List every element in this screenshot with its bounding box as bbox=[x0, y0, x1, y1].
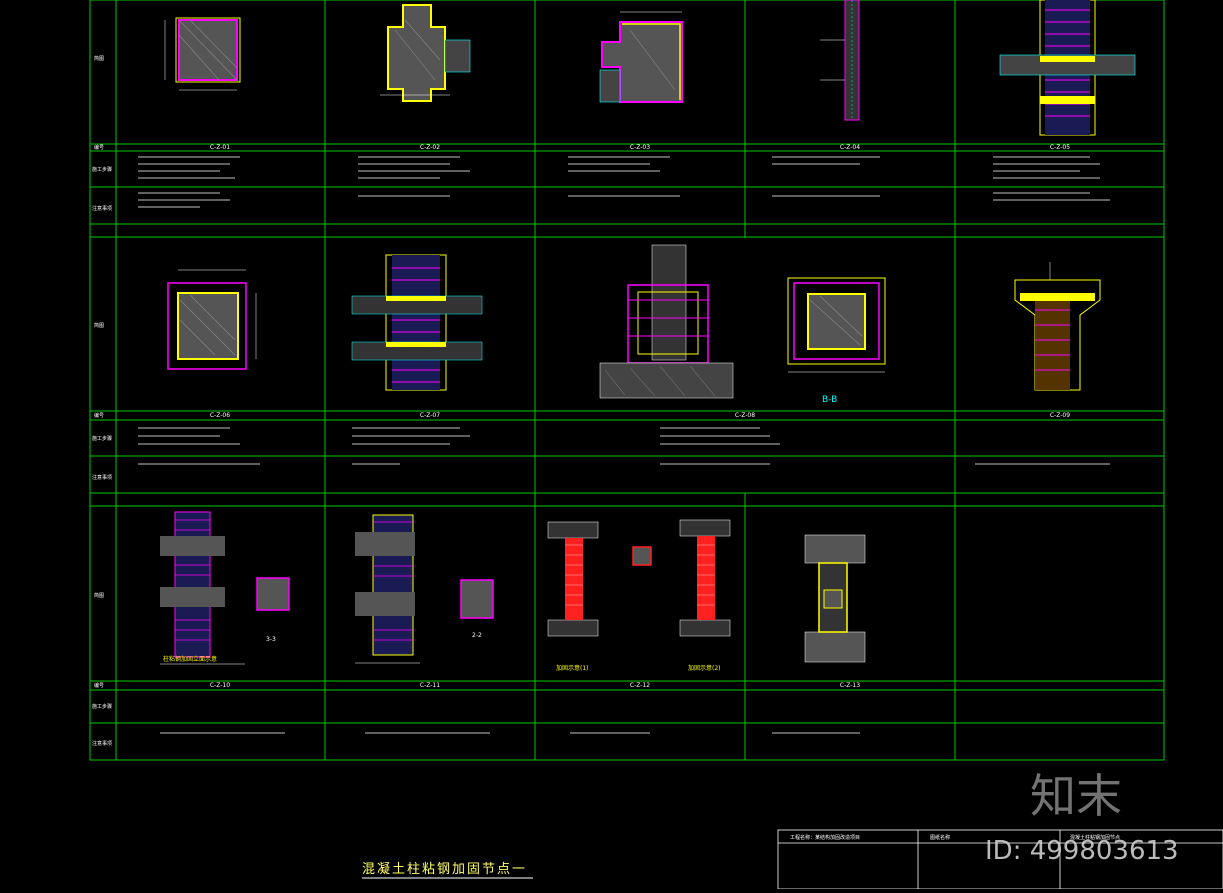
detail-c-z-12-left bbox=[547, 521, 652, 637]
title-block-drawing-name-label: 图纸名称 bbox=[930, 835, 951, 841]
row-label-number-3: 编号 bbox=[94, 683, 105, 689]
code-c-z-05: C-Z-05 bbox=[1049, 144, 1071, 151]
row-label-figure: 简图 bbox=[94, 56, 105, 62]
note-lines bbox=[138, 156, 1110, 734]
row-label-notes: 注意事项 bbox=[92, 206, 113, 212]
detail-c-z-04 bbox=[820, 0, 860, 121]
section-label-b-b: B-B bbox=[822, 395, 838, 405]
detail-c-z-06 bbox=[167, 269, 257, 370]
watermark-id: ID: 499803613 bbox=[985, 836, 1179, 866]
row-label-steps-3: 施工步骤 bbox=[92, 704, 113, 710]
detail-c-z-12-right bbox=[679, 519, 731, 637]
detail-c-z-03 bbox=[599, 11, 683, 103]
row-label-figure-2: 简图 bbox=[94, 323, 105, 329]
code-c-z-02: C-Z-02 bbox=[419, 144, 441, 151]
row-label-notes-3: 注意事项 bbox=[92, 741, 113, 747]
detail-c-z-11 bbox=[355, 514, 494, 664]
detail-c-z-01 bbox=[164, 17, 241, 91]
title-block-project: 工程名称：某结构加固改造项目 bbox=[790, 835, 861, 841]
drawing-title: 混凝土柱粘钢加固节点一 bbox=[362, 862, 528, 877]
detail-c-z-13 bbox=[804, 534, 866, 663]
code-c-z-01: C-Z-01 bbox=[209, 144, 231, 151]
title-block-drawing-name: 混凝土柱粘钢加固节点 bbox=[1070, 835, 1121, 841]
caption-c-z-12-left: 加固示意(1) bbox=[556, 665, 589, 672]
code-c-z-03: C-Z-03 bbox=[629, 144, 651, 151]
code-c-z-09: C-Z-09 bbox=[1049, 412, 1071, 419]
detail-c-z-10 bbox=[160, 511, 290, 665]
section-label-3-3: 3-3 bbox=[266, 636, 276, 643]
code-c-z-04: C-Z-04 bbox=[839, 144, 861, 151]
code-c-z-12: C-Z-12 bbox=[629, 682, 651, 689]
detail-c-z-02 bbox=[380, 4, 471, 102]
detail-c-z-08-elevation bbox=[599, 244, 734, 399]
code-c-z-08: C-Z-08 bbox=[734, 412, 756, 419]
code-c-z-06: C-Z-06 bbox=[209, 412, 231, 419]
detail-c-z-05 bbox=[999, 0, 1136, 136]
code-c-z-07: C-Z-07 bbox=[419, 412, 441, 419]
row-label-notes-2: 注意事项 bbox=[92, 475, 113, 481]
section-label-2-2: 2-2 bbox=[472, 632, 482, 639]
detail-c-z-07 bbox=[351, 254, 483, 391]
caption-c-z-10: 柱粘钢加固立面示意 bbox=[163, 656, 218, 663]
detail-c-z-09 bbox=[1014, 262, 1101, 391]
row-label-figure-3: 简图 bbox=[94, 593, 105, 599]
watermark-logo: 知末 bbox=[1030, 769, 1122, 823]
row-label-number: 编号 bbox=[94, 145, 105, 151]
code-c-z-13: C-Z-13 bbox=[839, 682, 861, 689]
row-label-steps: 施工步骤 bbox=[92, 167, 113, 173]
code-c-z-10: C-Z-10 bbox=[209, 682, 231, 689]
caption-c-z-12-right: 加固示意(2) bbox=[688, 665, 721, 672]
row-label-number-2: 编号 bbox=[94, 413, 105, 419]
code-c-z-11: C-Z-11 bbox=[419, 682, 441, 689]
row-label-steps-2: 施工步骤 bbox=[92, 436, 113, 442]
detail-c-z-08-section bbox=[787, 277, 886, 373]
